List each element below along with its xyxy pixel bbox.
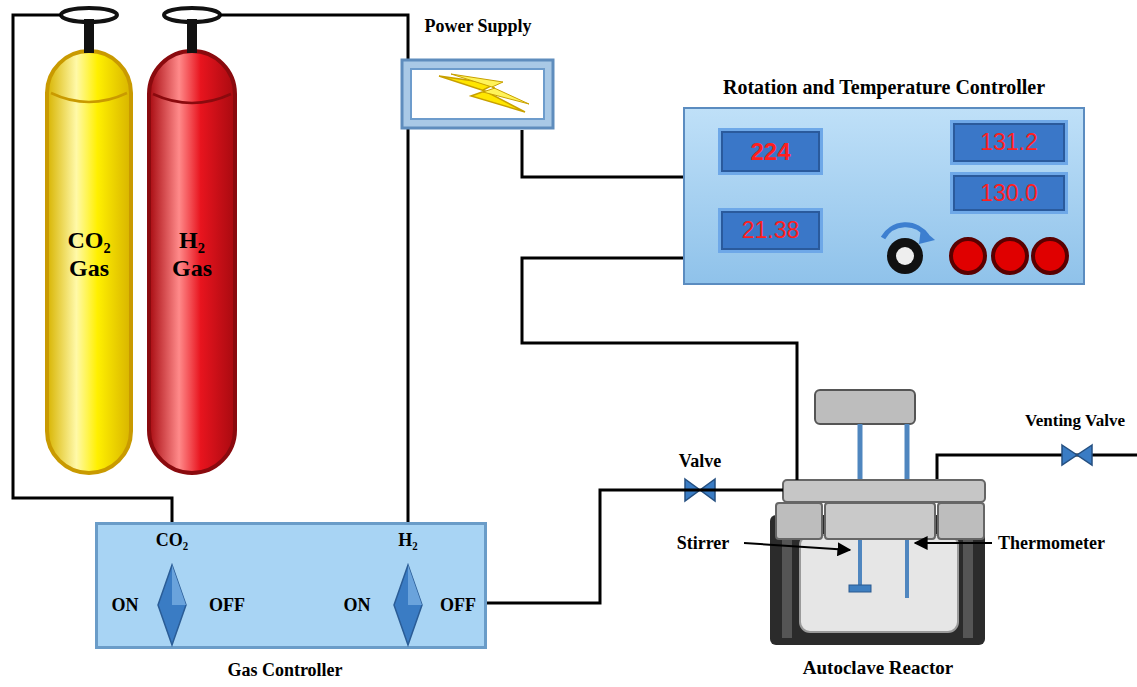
cylinder-shoulder <box>51 93 127 102</box>
gas-or-signal-line <box>522 130 683 177</box>
cylinder-shoulder <box>153 94 231 103</box>
red-button <box>1033 239 1067 273</box>
pipe-stub <box>45 14 61 17</box>
valve-handwheel <box>164 8 220 22</box>
power-supply-housing <box>402 60 553 128</box>
switch-label: H₂ <box>398 530 417 551</box>
lid-clamp <box>938 503 984 539</box>
gas-cylinder: H₂ Gas <box>147 5 237 477</box>
cylinder-body <box>47 51 131 473</box>
gas-cylinder: CO₂ Gas <box>45 5 133 477</box>
display-readout: 131.2 <box>950 120 1068 165</box>
valve-label: Valve <box>679 451 721 472</box>
stirrer-shaft <box>858 424 863 480</box>
control-knob <box>887 238 923 274</box>
leader-line <box>744 543 850 550</box>
controller-panel: 224 131.2 130.0 21.38 Rotation and Temperatu… <box>683 70 1085 285</box>
node-title: Rotation and Temperature Controller <box>723 76 1045 99</box>
gas-or-signal-line <box>522 258 797 480</box>
venting-valve-symbol <box>1062 445 1092 465</box>
switch-highlight <box>408 565 422 605</box>
lid-clamp <box>776 503 822 539</box>
stirrer-shaft <box>858 540 862 588</box>
valve-label: Venting Valve <box>1025 411 1125 431</box>
display-readout: 130.0 <box>950 172 1068 214</box>
vent-pipe <box>937 455 1137 480</box>
readout-value: 131.2 <box>980 131 1038 154</box>
switch-highlight <box>172 565 186 605</box>
autoclave-reactor: Autoclave Reactor <box>783 480 985 680</box>
readout-value: 21.38 <box>742 219 800 242</box>
valve-stem <box>84 19 94 53</box>
switch-label: ON <box>112 595 139 616</box>
valve-handwheel <box>61 8 117 22</box>
gas-controller-housing <box>97 524 486 648</box>
node-title: Autoclave Reactor <box>803 657 953 679</box>
knob-arrowhead <box>919 228 935 244</box>
cylinder-body <box>149 51 235 473</box>
switch-label: ON <box>344 595 371 616</box>
control-knob-cap <box>896 247 914 265</box>
readout-value: 130.0 <box>980 182 1038 205</box>
gas-or-signal-line <box>487 490 783 603</box>
node-title: CO₂ Gas <box>58 227 120 282</box>
node-title: Power Supply <box>424 16 531 37</box>
switch-diamond <box>158 565 186 645</box>
thermometer-rod <box>905 540 909 598</box>
power-supply: Power Supply <box>395 8 560 130</box>
controller-panel-face <box>684 108 1084 284</box>
red-button <box>993 239 1027 273</box>
reactor-vessel <box>800 535 958 632</box>
part-label: Stirrer <box>677 533 730 554</box>
leader-line <box>915 542 992 544</box>
switch-label: CO₂ <box>156 530 188 551</box>
valve-stem <box>187 19 197 53</box>
gas-or-signal-line <box>237 15 408 522</box>
pipe-stub <box>220 14 237 17</box>
part-label: Thermometer <box>998 533 1105 554</box>
red-button <box>951 239 985 273</box>
lid-flange <box>825 503 935 539</box>
node-title: Gas Controller <box>227 660 342 681</box>
node-title: H₂ Gas <box>161 227 223 282</box>
reactor-lid <box>783 480 985 502</box>
reactor-drawing <box>770 390 985 645</box>
power-supply-screen <box>411 69 544 119</box>
lightning-symbol <box>451 74 529 104</box>
switch-diamond <box>394 565 422 645</box>
switch-label: OFF <box>209 595 245 616</box>
switch-label: OFF <box>440 595 476 616</box>
display-readout: 224 <box>718 128 823 175</box>
stirrer-paddle <box>849 585 871 592</box>
display-readout: 21.38 <box>718 208 823 253</box>
reactor-handle <box>815 390 915 424</box>
gas-controller: CO₂ ON OFF H₂ ON OFF Gas Controller <box>95 522 487 684</box>
readout-value: 224 <box>750 140 790 164</box>
thermometer-rod <box>905 424 910 480</box>
